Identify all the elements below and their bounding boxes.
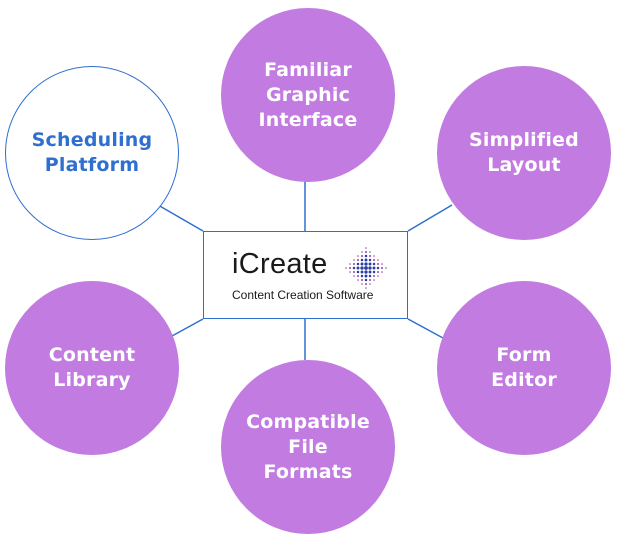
logo-dot: [377, 275, 379, 277]
logo-dot: [364, 262, 368, 266]
node-label: Scheduling Platform: [31, 129, 153, 176]
logo-dot: [364, 266, 368, 270]
logo-dot: [385, 267, 387, 269]
logo-dot: [356, 258, 360, 262]
logo-dot: [356, 274, 360, 278]
logo-dot: [372, 274, 376, 278]
dot-grid-logo-icon: [345, 247, 387, 289]
logo-dot: [376, 270, 380, 274]
brand-tagline: Content Creation Software: [232, 288, 374, 302]
logo-dot: [364, 278, 368, 282]
logo-dot: [381, 263, 383, 265]
logo-dot: [356, 270, 360, 274]
logo-dot: [360, 262, 364, 266]
logo-dot: [349, 271, 351, 273]
logo-dot: [368, 254, 372, 258]
center-brand-box: iCreate Content Creation Software: [203, 231, 408, 319]
logo-dot: [364, 250, 368, 254]
logo-dot: [364, 254, 368, 258]
logo-dot: [373, 279, 375, 281]
logo-dot: [356, 266, 360, 270]
logo-dot: [360, 254, 364, 258]
node-form-editor: Form Editor: [437, 281, 611, 455]
logo-dot: [364, 274, 368, 278]
logo-dot: [368, 270, 372, 274]
logo-dot: [376, 266, 380, 270]
logo-dot: [376, 262, 380, 266]
logo-dot: [372, 270, 376, 274]
logo-dot: [368, 274, 372, 278]
logo-dot: [352, 266, 356, 270]
logo-dot: [372, 262, 376, 266]
logo-dot: [357, 279, 359, 281]
node-label: Simplified Layout: [469, 129, 579, 176]
logo-dot: [345, 267, 347, 269]
brand-name: iCreate: [232, 248, 328, 280]
logo-dot: [352, 262, 356, 266]
logo-dot: [365, 287, 367, 289]
logo-dot: [368, 266, 372, 270]
logo-dot: [372, 266, 376, 270]
node-familiar-graphic-interface: Familiar Graphic Interface: [221, 8, 395, 182]
node-label: Form Editor: [491, 344, 557, 391]
node-content-library: Content Library: [5, 281, 179, 455]
logo-dot: [364, 258, 368, 262]
node-label: Content Library: [48, 344, 136, 391]
node-scheduling-platform: Scheduling Platform: [5, 66, 179, 240]
logo-dot: [364, 282, 368, 286]
logo-dot: [369, 251, 371, 253]
logo-dot: [348, 266, 352, 270]
logo-dot: [360, 270, 364, 274]
logo-dot: [360, 278, 364, 282]
logo-dot: [360, 258, 364, 262]
logo-dot: [381, 271, 383, 273]
logo-dot: [380, 266, 384, 270]
logo-dot: [368, 262, 372, 266]
logo-dot: [360, 274, 364, 278]
logo-dot: [360, 266, 364, 270]
logo-dot: [372, 258, 376, 262]
logo-dot: [352, 270, 356, 274]
logo-dot: [353, 275, 355, 277]
connector-top-right: [407, 204, 453, 232]
connector-bottom-right: [407, 318, 444, 339]
connector-top-left: [157, 204, 204, 232]
logo-dot: [357, 255, 359, 257]
logo-dot: [349, 263, 351, 265]
logo-dot: [377, 259, 379, 261]
logo-dot: [368, 258, 372, 262]
logo-dot: [361, 251, 363, 253]
node-label: Familiar Graphic Interface: [258, 58, 358, 131]
node-label: Compatible File Formats: [246, 410, 370, 483]
logo-dot: [353, 259, 355, 261]
logo-dot: [364, 270, 368, 274]
logo-dot: [369, 283, 371, 285]
node-simplified-layout: Simplified Layout: [437, 66, 611, 240]
logo-dot: [365, 247, 367, 249]
logo-dot: [356, 262, 360, 266]
logo-dot: [368, 278, 372, 282]
logo-dot: [361, 283, 363, 285]
node-compatible-file-formats: Compatible File Formats: [221, 360, 395, 534]
logo-dot: [373, 255, 375, 257]
connector-bottom-left: [171, 318, 204, 337]
